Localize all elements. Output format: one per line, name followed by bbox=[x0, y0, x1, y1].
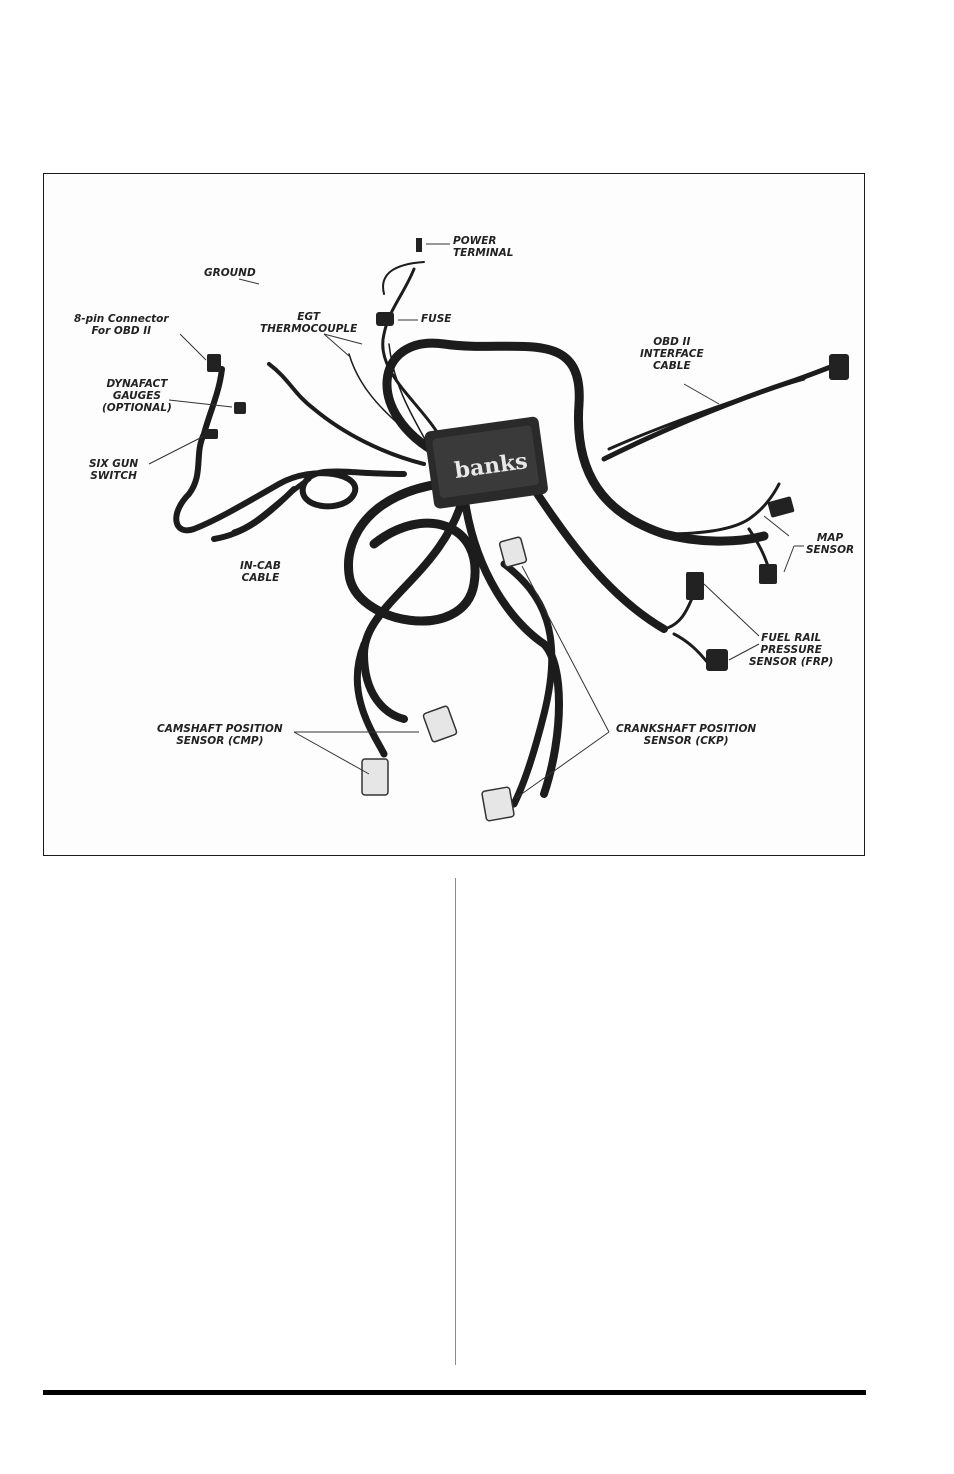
label-ground: GROUND bbox=[204, 267, 256, 279]
label-fuse: FUSE bbox=[421, 313, 451, 325]
dynafact-connector bbox=[234, 402, 246, 414]
footer-rule bbox=[43, 1390, 866, 1395]
harness-to-frp bbox=[524, 474, 664, 629]
six-gun-connector bbox=[204, 429, 218, 439]
wiring-harness-figure: banks bbox=[43, 173, 865, 856]
cmp-connector-upper bbox=[423, 705, 458, 742]
harness-crank-branch bbox=[504, 564, 552, 804]
banks-module: banks bbox=[424, 416, 549, 509]
column-divider bbox=[455, 878, 456, 1365]
map-sensor-lower bbox=[759, 564, 777, 584]
ground-wire bbox=[269, 364, 424, 464]
cmp-connector-lower bbox=[362, 759, 388, 795]
harness-illustration: banks bbox=[44, 174, 865, 856]
ckp-connector-lower bbox=[482, 787, 515, 821]
map-sensor-branch bbox=[664, 484, 779, 569]
power-terminal bbox=[416, 238, 422, 252]
fuse-holder bbox=[376, 312, 394, 326]
obd-8pin-connector bbox=[207, 354, 221, 372]
frp-sensor-lower bbox=[706, 649, 728, 671]
frp-sensor-upper bbox=[686, 572, 704, 600]
map-sensor-upper bbox=[767, 496, 794, 518]
obd-interface-plug bbox=[829, 354, 849, 380]
